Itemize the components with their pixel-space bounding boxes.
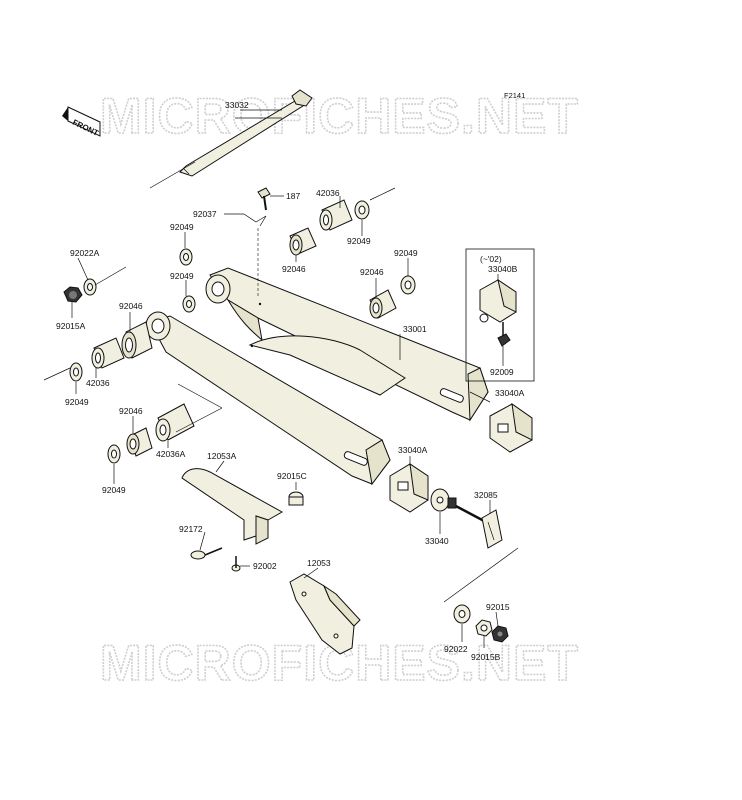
sleeve-42036a: [155, 403, 195, 442]
label-92002: 92002: [253, 561, 277, 571]
seal-92049-upper1: [179, 248, 193, 266]
nut-92015b: [475, 619, 493, 637]
part-labels: 33032 187 42036 92037 92049 92049 92049 …: [56, 100, 525, 662]
label-92022a: 92022A: [70, 248, 100, 258]
bolt-32085: [447, 497, 487, 524]
inset-box: [465, 248, 535, 382]
axle-33032: [179, 89, 313, 177]
bearing-92046-lower: [126, 427, 153, 457]
label-12053a: 12053A: [207, 451, 237, 461]
label-33040: 33040: [425, 536, 449, 546]
label-33032: 33032: [225, 100, 249, 110]
adjuster-33040a-right: [489, 402, 533, 453]
washer-92022a: [83, 278, 97, 296]
label-92037: 92037: [193, 209, 217, 219]
inset-note: (~'02): [480, 254, 502, 264]
label-92015a: 92015A: [56, 321, 86, 331]
label-92049-e: 92049: [65, 397, 89, 407]
adjuster-33040a-mid: [389, 462, 429, 513]
label-187: 187: [286, 191, 300, 201]
seal-92049-right: [400, 275, 416, 295]
seal-92049-lower: [107, 444, 121, 464]
label-92049-f: 92049: [102, 485, 126, 495]
washer-92022: [453, 604, 471, 624]
nut-92015a: [63, 286, 83, 303]
bolt-92009: [497, 322, 511, 347]
label-32085: 32085: [474, 490, 498, 500]
label-92046-upper: 92046: [282, 264, 306, 274]
label-92046-lower: 92046: [119, 406, 143, 416]
bearing-92046-left: [121, 321, 153, 359]
label-92049-c: 92049: [347, 236, 371, 246]
seal-92049-upper3: [354, 200, 370, 220]
collar-92015c: [288, 491, 304, 506]
label-92009: 92009: [490, 367, 514, 377]
seal-92049-upper2: [182, 295, 196, 313]
label-92015c: 92015C: [277, 471, 307, 481]
label-92015b: 92015B: [471, 652, 501, 662]
sleeve-42036-upper: [319, 199, 353, 231]
adjuster-33040b: [479, 278, 517, 323]
label-92022: 92022: [444, 644, 468, 654]
label-33040a-right: 33040A: [495, 388, 525, 398]
chain-guide-12053a: [181, 468, 284, 545]
figure-code: F2141: [504, 91, 525, 100]
screw-92002: [231, 556, 241, 572]
front-arrow-icon: FRONT: [62, 106, 101, 138]
bearing-92046-upper: [289, 227, 317, 256]
sleeve-42036-left: [91, 337, 125, 369]
label-92046-left: 92046: [119, 301, 143, 311]
clip-92037: [243, 213, 267, 227]
label-42036a: 42036A: [156, 449, 186, 459]
plate-33040: [430, 488, 450, 512]
label-42036-left: 42036: [86, 378, 110, 388]
label-92046-right: 92046: [360, 267, 384, 277]
label-42036-upper: 42036: [316, 188, 340, 198]
label-33040a-mid: 33040A: [398, 445, 428, 455]
chain-guard-12053: [289, 573, 361, 655]
seal-92049-left: [69, 362, 83, 382]
watermark-top: MICROFICHES.NET: [100, 88, 579, 144]
bolt-187: [257, 187, 271, 211]
swingarm-33001: [145, 267, 489, 486]
block-32085: [481, 509, 503, 549]
label-92172: 92172: [179, 524, 203, 534]
leader-lines: [71, 109, 504, 648]
label-12053: 12053: [307, 558, 331, 568]
label-33040b: 33040B: [488, 264, 518, 274]
label-92049-d: 92049: [394, 248, 418, 258]
label-92049-a: 92049: [170, 222, 194, 232]
label-33001: 33001: [403, 324, 427, 334]
screw-92172: [190, 547, 223, 560]
label-92049-b: 92049: [170, 271, 194, 281]
bearing-92046-right: [369, 289, 397, 319]
label-92015: 92015: [486, 602, 510, 612]
